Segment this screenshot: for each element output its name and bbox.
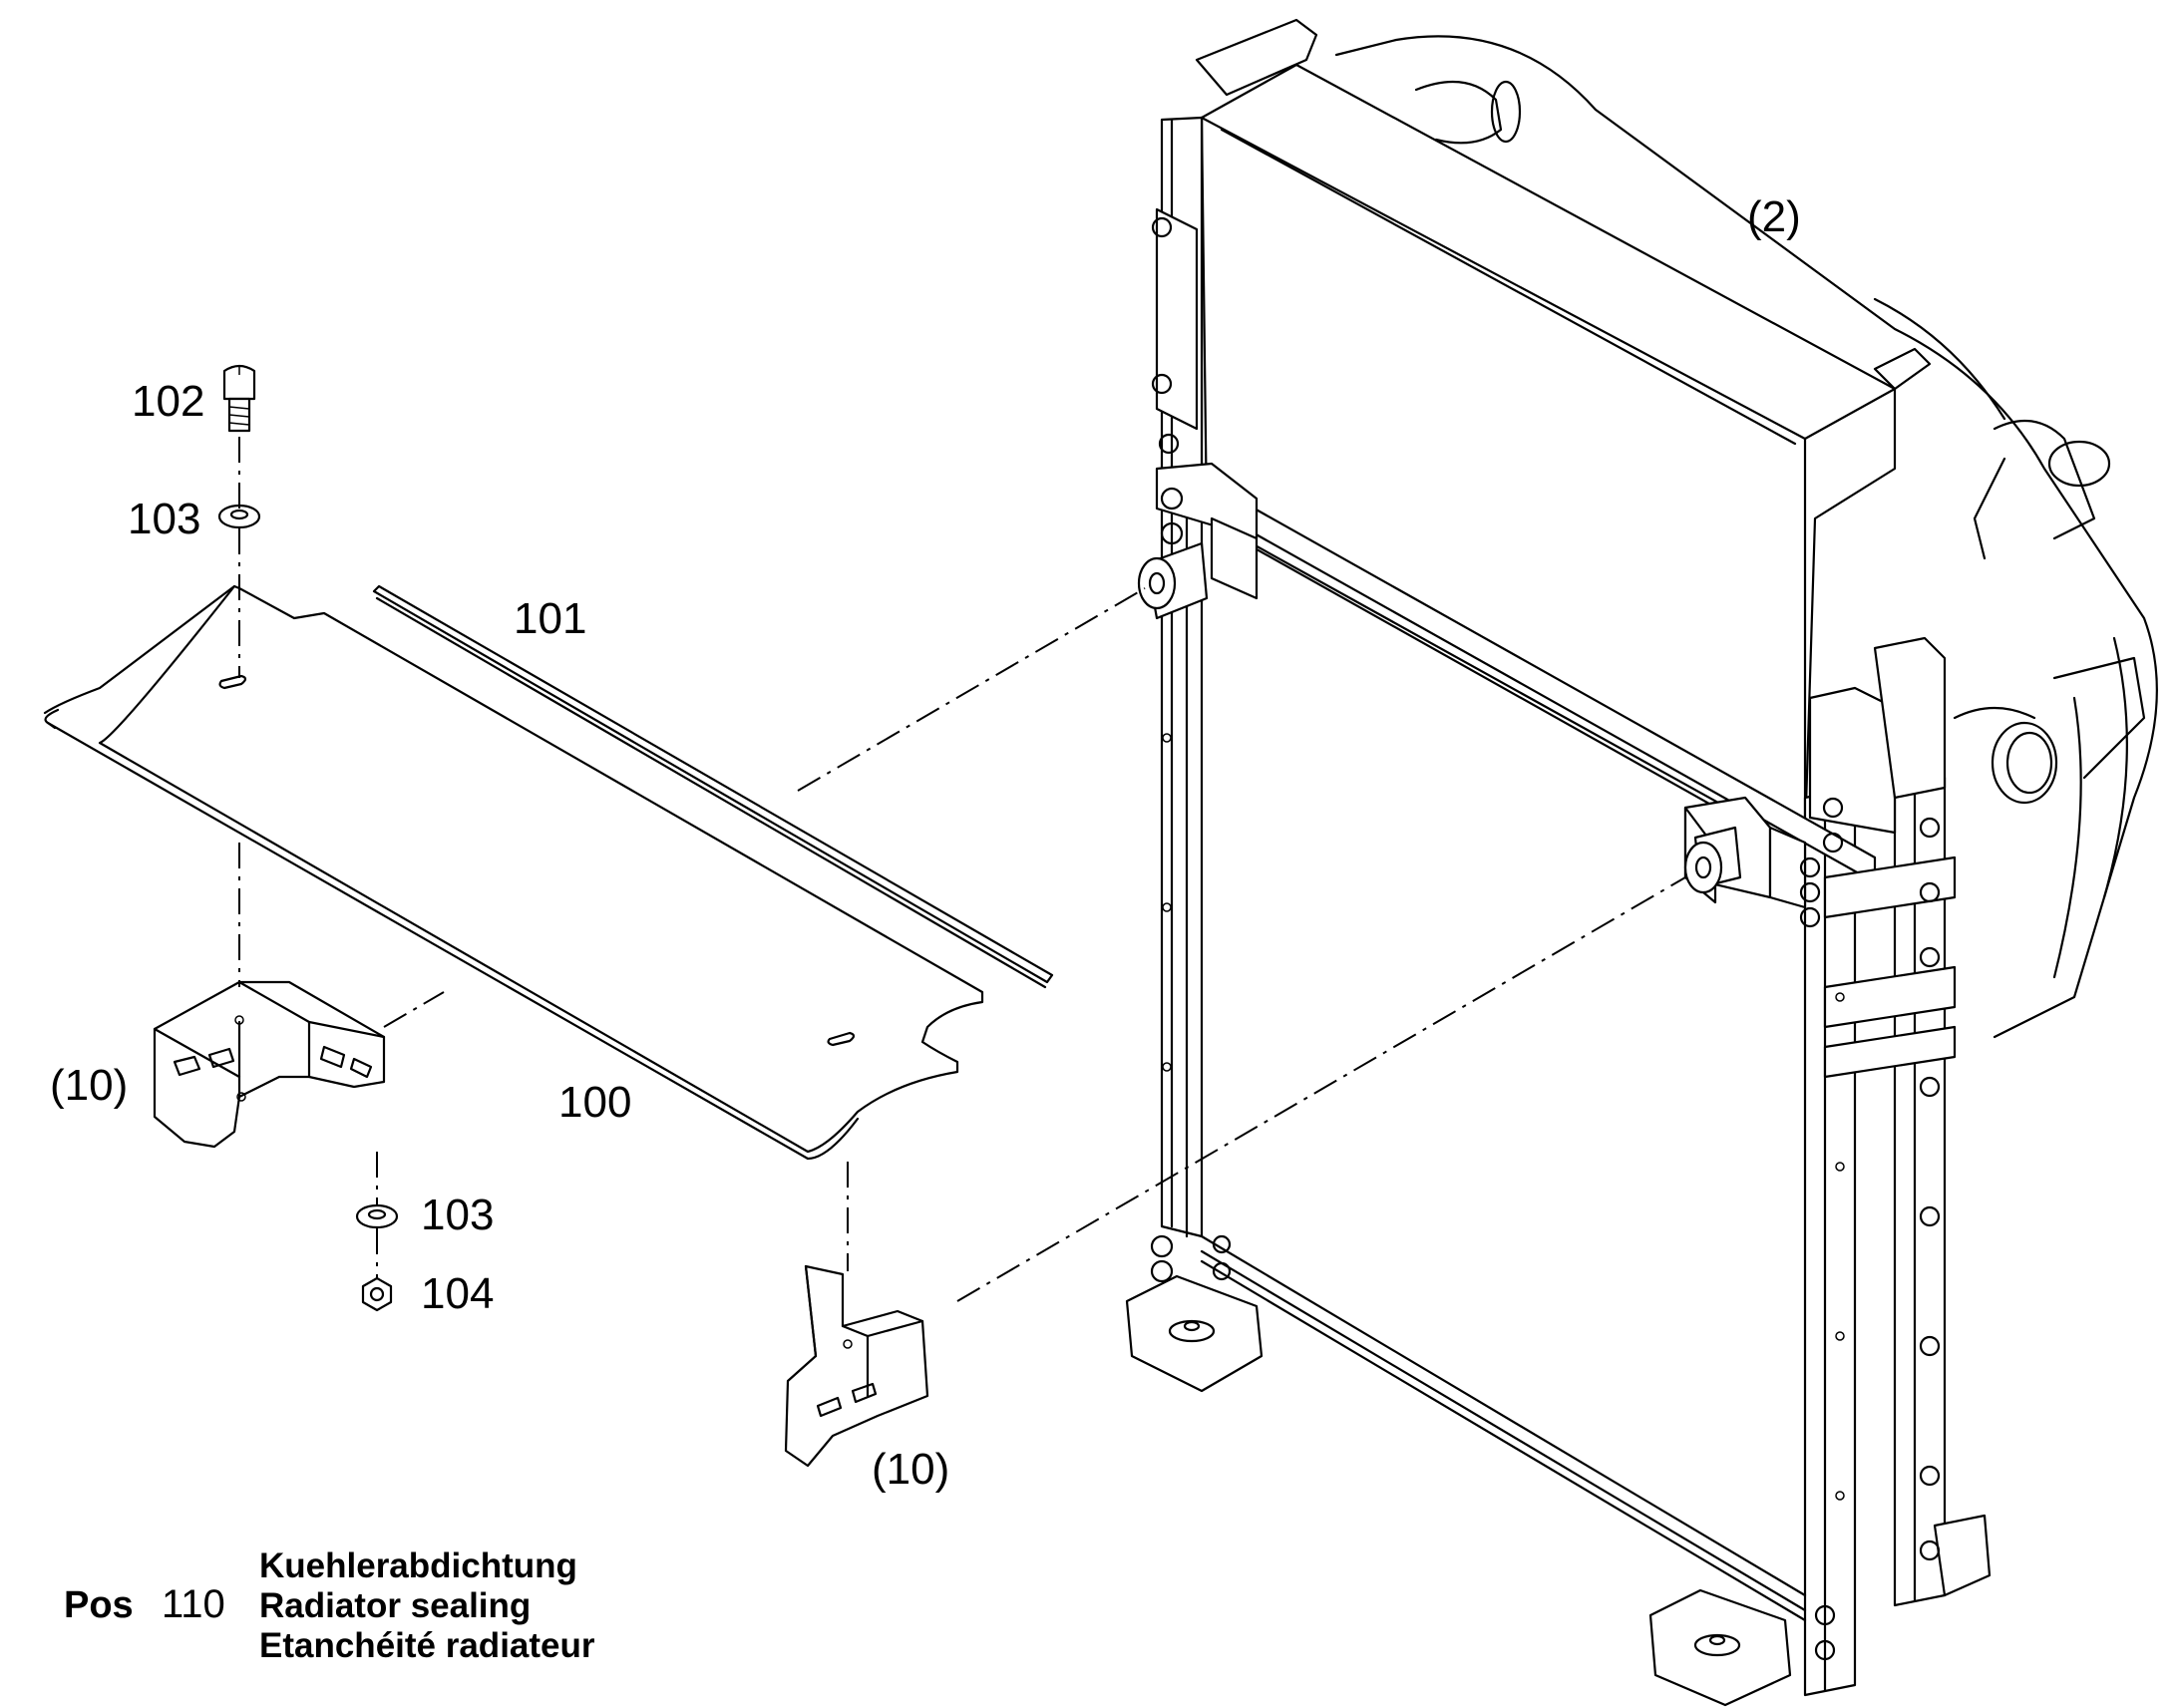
- cover-plate: [43, 584, 984, 1161]
- washer-103-bottom: [355, 1203, 399, 1229]
- bracket-right: [784, 1264, 929, 1468]
- pos-number: 110: [162, 1582, 225, 1626]
- radiator-assembly: [1125, 18, 2158, 1707]
- seal-strip: [372, 584, 1054, 989]
- callout-bolt: 102: [132, 377, 204, 426]
- description-german: Kuehlerabdichtung: [259, 1546, 577, 1585]
- description-english: Radiator sealing: [259, 1586, 531, 1625]
- assembly-center-lines: [238, 437, 1686, 1302]
- description-french: Etanchéité radiateur: [259, 1626, 595, 1665]
- pos-label: Pos: [64, 1584, 134, 1626]
- callout-bracket-left: (10): [50, 1061, 128, 1110]
- bracket-left: [153, 980, 386, 1149]
- callout-bracket-right: (10): [872, 1445, 949, 1494]
- bolt-102: [222, 364, 256, 433]
- callout-assembly: (2): [1747, 192, 1801, 241]
- callout-nut: 104: [421, 1269, 494, 1318]
- washer-103-top: [217, 504, 261, 529]
- callout-washer-top: 103: [128, 495, 200, 543]
- callout-washer-bottom: 103: [421, 1191, 494, 1239]
- callout-seal-strip: 101: [514, 594, 586, 643]
- callout-cover-plate: 100: [558, 1078, 631, 1127]
- nut-104: [361, 1276, 393, 1312]
- title-block: Pos 110 Kuehlerabdichtung Radiator seali…: [64, 1546, 595, 1665]
